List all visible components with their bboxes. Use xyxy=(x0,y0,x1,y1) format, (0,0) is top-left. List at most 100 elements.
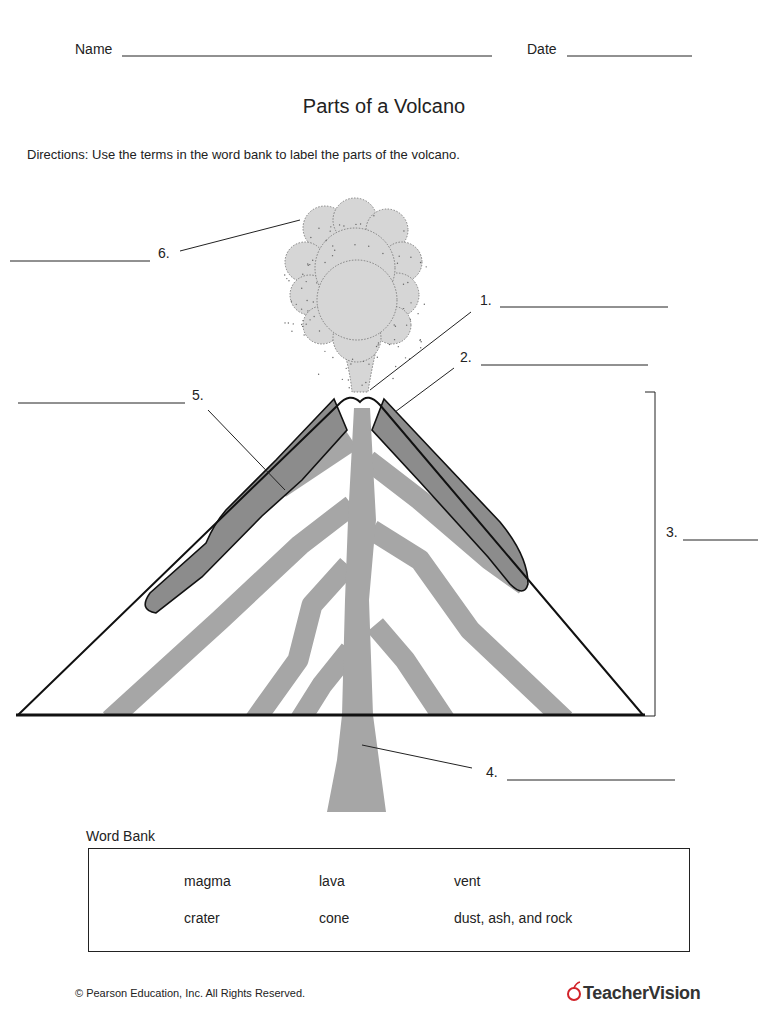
ash-speck xyxy=(332,357,333,358)
lava-flow xyxy=(145,399,347,613)
ash-speck xyxy=(410,319,411,320)
ash-speck xyxy=(406,324,407,325)
callout-number: 3. xyxy=(666,524,678,541)
ash-speck xyxy=(313,301,314,302)
ash-speck xyxy=(346,368,347,369)
ash-speck xyxy=(405,357,406,358)
copyright-notice: © Pearson Education, Inc. All Rights Res… xyxy=(75,987,305,1000)
ash-speck xyxy=(306,281,307,282)
box-heading: Word Bank xyxy=(86,828,155,845)
apple-stem xyxy=(574,982,580,988)
ash-speck xyxy=(306,323,307,324)
ash-speck xyxy=(403,283,404,284)
magma-branch xyxy=(255,565,348,720)
answer-blank xyxy=(481,365,648,366)
ash-speck xyxy=(382,253,383,254)
ash-speck xyxy=(398,346,399,347)
ash-speck xyxy=(301,324,302,325)
cloud-puff xyxy=(317,260,397,340)
height-bracket xyxy=(645,392,655,716)
ash-speck xyxy=(302,326,303,327)
answer-blanks xyxy=(10,56,758,780)
ash-speck xyxy=(417,313,418,314)
word-bank-term: vent xyxy=(454,873,480,890)
ash-speck xyxy=(420,341,421,342)
ash-speck xyxy=(332,245,333,246)
ash-speck xyxy=(419,340,420,341)
ash-speck xyxy=(368,246,369,247)
ash-speck xyxy=(343,225,344,226)
ash-speck xyxy=(395,366,396,367)
ash-speck xyxy=(296,304,297,305)
ash-speck xyxy=(284,274,285,275)
ash-speck xyxy=(420,262,421,263)
brand-logo: TeacherVision xyxy=(583,983,701,1005)
ash-speck xyxy=(303,334,304,335)
ash-speck xyxy=(354,244,355,245)
ash-speck xyxy=(420,347,421,348)
word-bank-term: cone xyxy=(319,910,349,927)
ash-speck xyxy=(348,379,349,380)
ash-speck xyxy=(350,363,351,364)
ash-speck xyxy=(330,230,331,231)
ash-speck xyxy=(365,382,366,383)
word-bank-term: magma xyxy=(184,873,231,890)
ash-speck xyxy=(377,344,378,345)
lava-flow xyxy=(372,399,528,591)
leader-line xyxy=(370,312,471,390)
ash-speck xyxy=(325,240,326,241)
ash-speck xyxy=(318,374,319,375)
callout-number: 6. xyxy=(158,245,170,262)
ash-speck xyxy=(312,259,313,260)
ash-speck xyxy=(394,339,395,340)
ash-speck xyxy=(302,274,303,275)
ash-speck xyxy=(361,384,362,385)
ash-speck xyxy=(332,255,333,256)
ash-speck xyxy=(309,264,310,265)
ash-speck xyxy=(424,304,425,305)
ash-speck xyxy=(339,224,340,225)
ash-cloud xyxy=(285,198,422,392)
ash-speck xyxy=(373,215,374,216)
apple-icon xyxy=(568,988,580,1000)
answer-blank xyxy=(500,307,668,308)
word-bank-box: Word Bankmagmalavaventcraterconedust, as… xyxy=(88,848,690,952)
magma-branch xyxy=(375,625,445,720)
ash-speck xyxy=(284,322,285,323)
ash-speck xyxy=(309,319,310,320)
ash-speck xyxy=(293,323,294,324)
ash-speck xyxy=(288,322,289,323)
ash-speck xyxy=(349,387,350,388)
field-label: Date xyxy=(527,41,557,58)
apple-logo xyxy=(568,982,580,1000)
leader-line xyxy=(395,368,454,412)
cone-outline xyxy=(18,398,643,715)
ash-speck xyxy=(310,237,311,238)
ash-speck xyxy=(389,344,390,345)
callout-number: 4. xyxy=(486,764,498,781)
ash-speck xyxy=(403,230,404,231)
ash-speck xyxy=(355,224,356,225)
ash-speck xyxy=(420,339,421,340)
ash-speck xyxy=(319,330,320,331)
ash-speck xyxy=(410,257,411,258)
ash-speck xyxy=(403,308,404,309)
magma-branch xyxy=(372,530,565,720)
callout-number: 5. xyxy=(192,387,204,404)
ash-speck xyxy=(301,308,302,309)
field-label: Name xyxy=(75,41,112,58)
lava-flows xyxy=(145,399,528,613)
ash-speck xyxy=(376,346,377,347)
ash-speck xyxy=(368,363,369,364)
leader-line xyxy=(362,745,472,768)
ash-speck xyxy=(407,282,408,283)
ash-speck xyxy=(377,357,378,358)
ash-speck xyxy=(288,280,289,281)
ash-speck xyxy=(363,361,364,362)
ash-speck xyxy=(306,300,307,301)
leader-lines xyxy=(180,220,655,768)
word-bank-term: lava xyxy=(319,873,345,890)
directions-text: Directions: Use the terms in the word ba… xyxy=(27,147,460,163)
ash-speck xyxy=(360,223,361,224)
